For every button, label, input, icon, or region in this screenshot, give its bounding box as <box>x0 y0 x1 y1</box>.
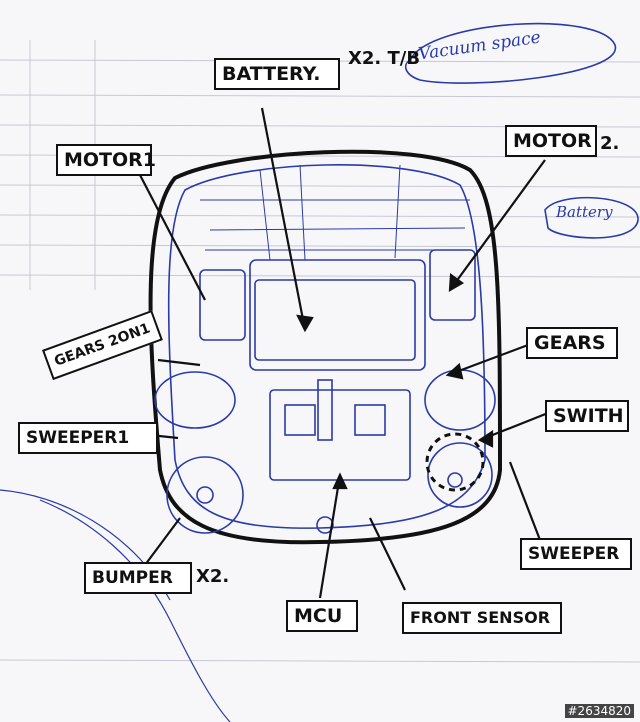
sweeper-left-label: SWEEPER1 <box>18 422 158 454</box>
motor-right-suffix: 2. <box>600 133 620 154</box>
sweeper-right-label: SWEEPER <box>520 538 632 570</box>
battery-block <box>249 259 426 371</box>
motor-left-label: MOTOR1 <box>56 144 156 176</box>
switch-label: SWITH <box>545 400 629 432</box>
mcu-label: MCU <box>286 600 358 632</box>
robot-body-sketch <box>0 22 639 722</box>
bumper-label: BUMPER <box>84 562 192 594</box>
robot-outline <box>148 149 503 545</box>
motor-right-label: MOTOR <box>505 125 597 157</box>
sweeper-right <box>427 442 493 508</box>
front-sensor-label: FRONT SENSOR <box>402 602 562 634</box>
gears-right-label: GEARS <box>526 327 618 359</box>
leader-lines <box>139 107 549 599</box>
battery-quantity-note: X2. T/B <box>348 48 421 69</box>
front-sensor-circle <box>316 516 334 534</box>
watermark-id: #2634820 <box>564 704 634 718</box>
gear-left <box>154 371 236 429</box>
battery-side-note: Battery <box>556 203 613 221</box>
vacuum-space-ellipse <box>404 22 616 84</box>
battery-side-ellipse <box>544 196 639 239</box>
bumper-quantity-note: X2. <box>196 566 230 587</box>
battery-label: BATTERY. <box>214 58 340 90</box>
switch-circle <box>425 432 485 492</box>
motor-left-block <box>199 269 246 341</box>
sweeper-left <box>166 456 244 534</box>
